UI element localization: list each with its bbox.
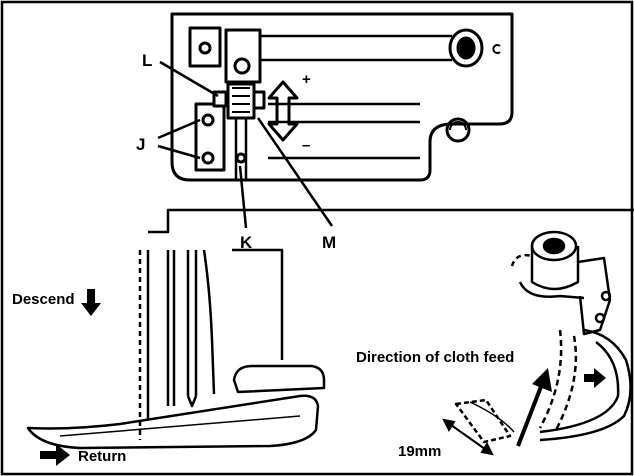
- guide-hole: [233, 57, 251, 75]
- adjust-arrow: [267, 80, 299, 142]
- marker-k: [235, 152, 247, 164]
- j-screw-upper: [201, 113, 215, 127]
- thread-plate: [194, 102, 226, 172]
- shaft-end: [456, 36, 476, 60]
- cloth-feed-arrow: [516, 368, 552, 447]
- bed-line: [148, 208, 634, 234]
- screw-m: [252, 90, 266, 110]
- bracket-block: [188, 26, 222, 68]
- label-descend: Descend: [12, 291, 75, 308]
- j-screw-lower: [201, 151, 215, 165]
- casting-outline: [170, 12, 514, 182]
- foot-sole: [26, 394, 320, 450]
- looper-assembly: [454, 230, 632, 444]
- label-minus: –: [302, 137, 310, 154]
- guide-block: [224, 28, 262, 84]
- label-m: M: [322, 233, 336, 252]
- label-j: J: [136, 135, 145, 154]
- feed-direction-arrow: [584, 368, 606, 388]
- dimension-arrow: [442, 418, 494, 456]
- label-plus: +: [302, 71, 311, 88]
- foot-block: [232, 364, 326, 394]
- return-arrow: [40, 444, 70, 466]
- leader-lines: [157, 60, 334, 229]
- label-return: Return: [78, 448, 126, 465]
- presser-foot-assembly: [26, 208, 634, 450]
- needle-bar-mechanism: [170, 12, 514, 182]
- adjust-hole: [445, 117, 471, 143]
- label-19mm: 19mm: [398, 443, 441, 460]
- descend-arrow: [81, 289, 101, 316]
- label-direction: Direction of cloth feed: [356, 349, 514, 366]
- shaft-collar: [448, 28, 484, 68]
- label-k: K: [240, 233, 253, 252]
- bracket-hole: [198, 41, 212, 55]
- label-l: L: [142, 51, 152, 70]
